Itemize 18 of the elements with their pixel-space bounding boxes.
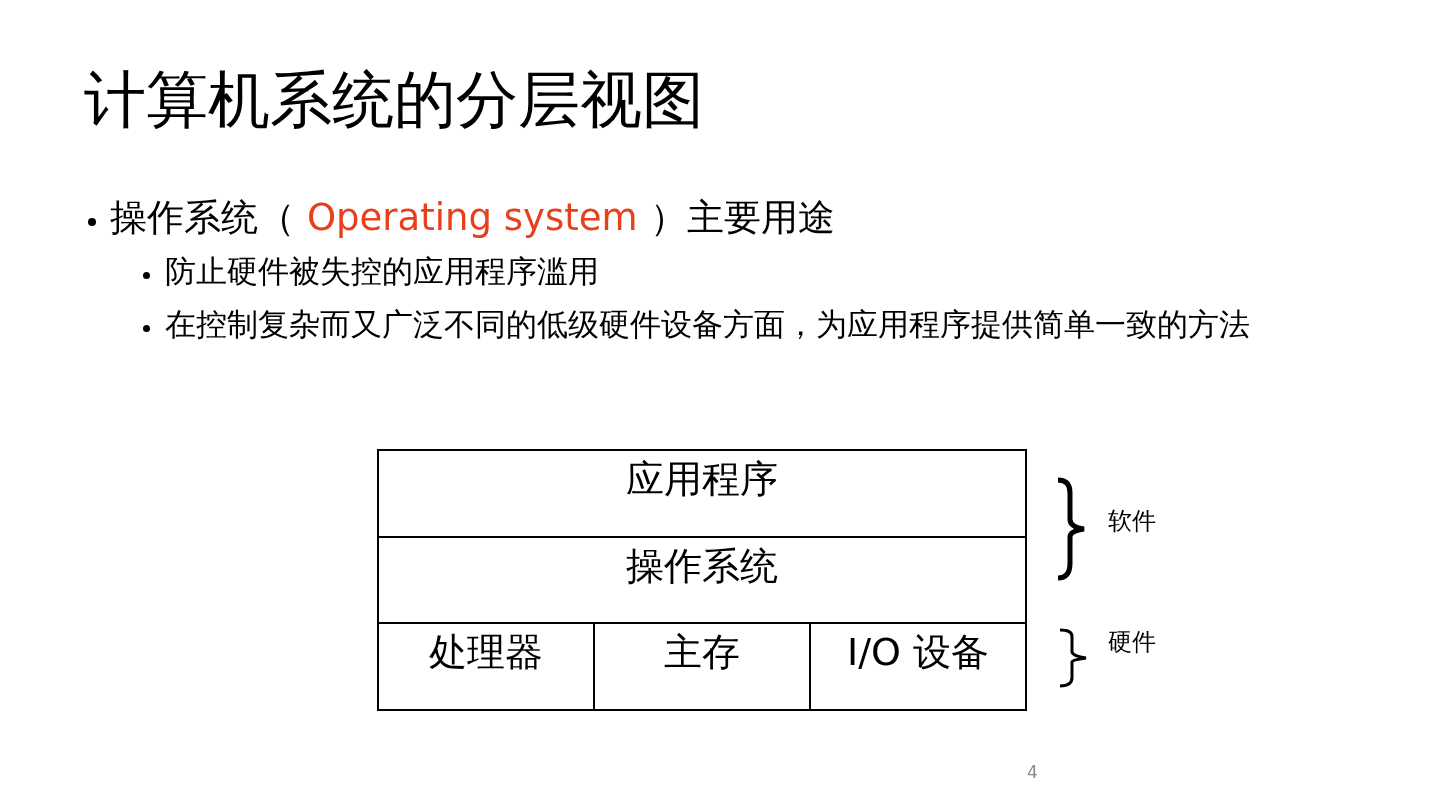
brace-label: 软件 <box>1108 506 1156 537</box>
cell-text: 操作系统 <box>626 544 778 588</box>
brace-label: 硬件 <box>1108 627 1156 658</box>
cell-text: 应用程序 <box>626 457 778 501</box>
slide-title: 计算机系统的分层视图 <box>84 62 704 138</box>
layer-cell <box>810 623 1026 711</box>
layer-cell <box>378 623 594 711</box>
cell-text: 主存 <box>664 630 740 674</box>
bullet-text: ）主要用途 <box>649 195 835 241</box>
bullet-text: 在控制复杂而又广泛不同的低级硬件设备方面，为应用程序提供简单一致的方法 <box>165 305 1251 344</box>
cell-text: I/O 设备 <box>847 630 989 674</box>
layer-cell <box>378 537 1026 623</box>
bullet-text: 操作系统（ <box>110 195 295 241</box>
bullet-text: 防止硬件被失控的应用程序滥用 <box>165 252 600 291</box>
layer-cell <box>594 623 810 711</box>
highlighted-term: Operating system <box>307 195 638 241</box>
page-number: 4 <box>1027 762 1038 782</box>
cell-text: 处理器 <box>429 630 543 674</box>
